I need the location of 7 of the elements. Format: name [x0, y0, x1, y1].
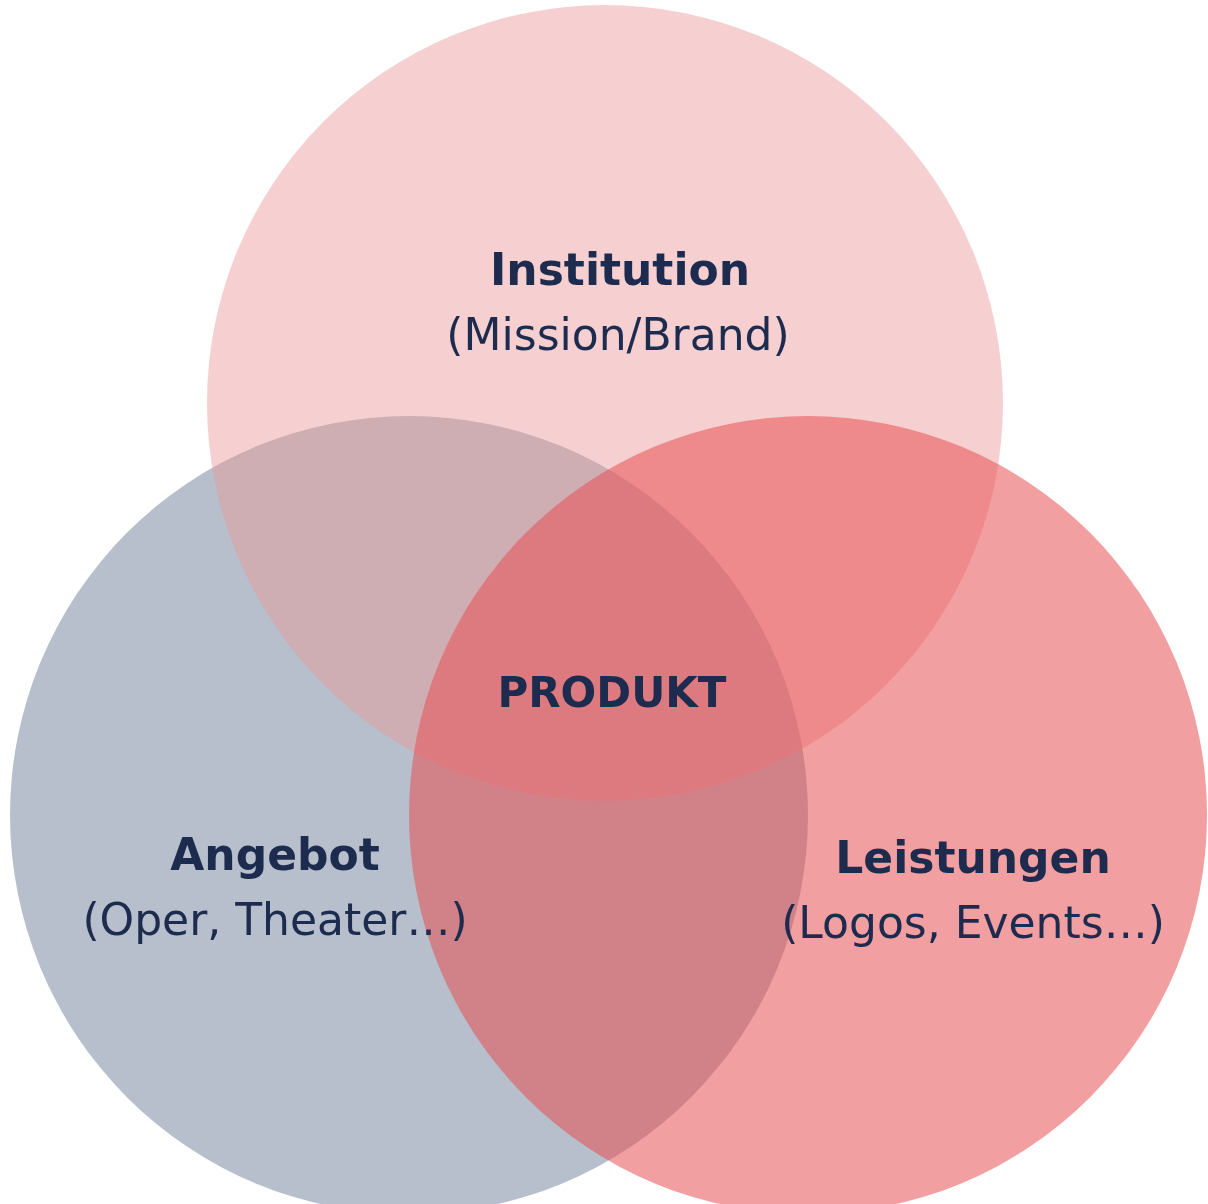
- set-title: Leistungen: [835, 836, 1111, 880]
- set-title: Institution: [490, 248, 750, 292]
- set-description: (Mission/Brand): [446, 313, 790, 357]
- set-description: (Logos, Events…): [781, 901, 1165, 945]
- set-description: (Oper, Theater…): [82, 898, 468, 942]
- intersection-label: PRODUKT: [497, 672, 727, 714]
- set-title: Angebot: [170, 833, 380, 877]
